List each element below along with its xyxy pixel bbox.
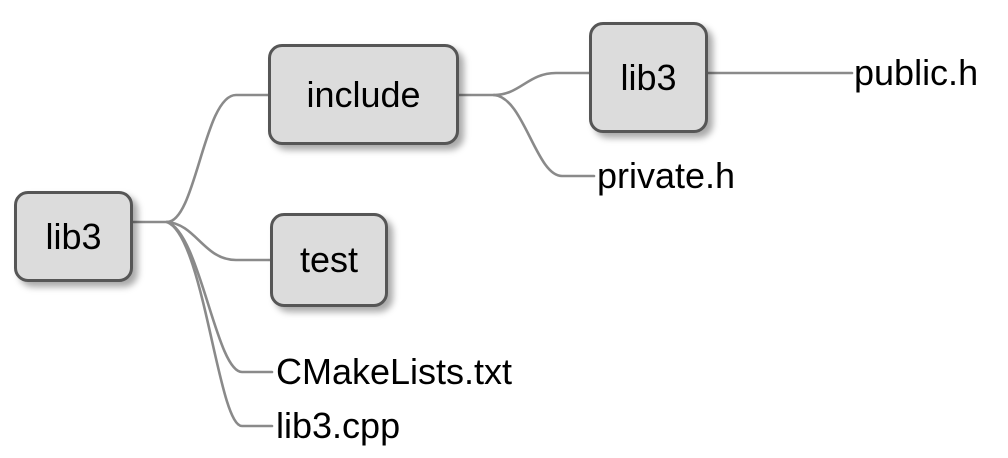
node-include-label: include	[306, 73, 421, 115]
node-include[interactable]: include	[268, 44, 459, 145]
edge-root-to-lib3cpp	[165, 220, 274, 428]
edge-include-to-privateh	[492, 93, 596, 178]
edge-root-to-include	[165, 93, 270, 224]
node-test-label: test	[299, 239, 359, 280]
node-root-lib3[interactable]: lib3	[14, 191, 133, 282]
edge-root-to-test	[165, 220, 272, 262]
leaf-public-h[interactable]: public.h	[854, 52, 979, 93]
edge-root-to-cmakelists	[165, 220, 274, 374]
node-test[interactable]: test	[270, 213, 388, 307]
node-root-lib3-label: lib3	[45, 215, 102, 257]
leaf-lib3-cpp[interactable]: lib3.cpp	[276, 405, 401, 446]
leaf-cmakelists-txt[interactable]: CMakeLists.txt	[276, 351, 513, 392]
node-include-lib3[interactable]: lib3	[589, 22, 708, 133]
edge-include-to-lib3	[492, 71, 591, 97]
node-include-lib3-label: lib3	[620, 56, 677, 98]
leaf-private-h[interactable]: private.h	[597, 155, 736, 196]
